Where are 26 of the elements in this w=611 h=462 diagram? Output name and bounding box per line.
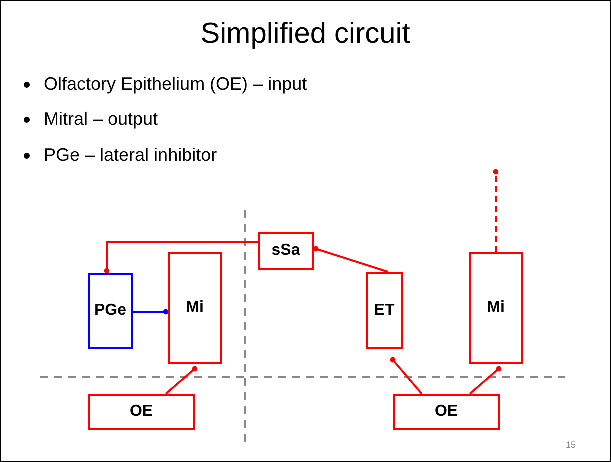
- connector: [104, 241, 258, 274]
- slide-title: Simplified circuit: [200, 18, 412, 51]
- cell-box: [258, 232, 314, 270]
- cell-label: PGe: [94, 302, 126, 320]
- cell-label: Mi: [186, 299, 204, 317]
- bullet-text: Mitral – output: [44, 109, 158, 130]
- cell-label: OE: [434, 403, 458, 421]
- connector: [165, 366, 198, 395]
- bullet-text: Olfactory Epithelium (OE) – input: [44, 74, 308, 95]
- cell-label: Mi: [487, 299, 505, 317]
- cell-label: sSa: [272, 242, 300, 260]
- cell-box: [393, 394, 500, 430]
- connector: [133, 309, 169, 315]
- cell-box: [88, 394, 195, 430]
- cell-label: OE: [130, 403, 154, 421]
- cell-box: [88, 273, 133, 349]
- dashed-connector: [493, 169, 499, 252]
- cell-box: [168, 252, 222, 364]
- connector: [313, 246, 388, 273]
- cell-box: [469, 252, 523, 364]
- page-number: 15: [566, 440, 576, 450]
- cell-box: [366, 272, 403, 349]
- connector: [469, 366, 502, 395]
- connector: [390, 357, 423, 395]
- bullet-text: PGe – lateral inhibitor: [44, 145, 218, 166]
- cell-label: ET: [374, 302, 395, 320]
